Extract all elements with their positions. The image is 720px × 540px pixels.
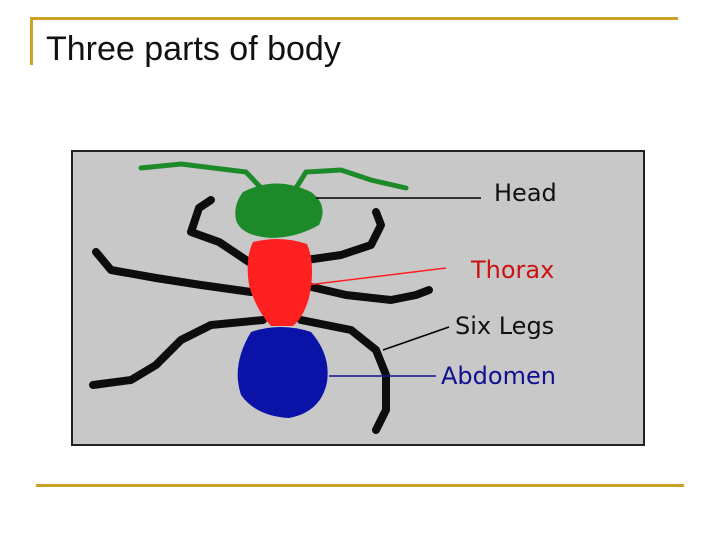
label-thorax: Thorax	[470, 256, 554, 284]
frame-bottom-rule	[36, 484, 684, 487]
insect-diagram: Head Thorax Six Legs Abdomen	[71, 150, 645, 446]
head-segment	[235, 183, 323, 238]
thorax-segment	[247, 238, 313, 326]
frame-top-rule	[30, 17, 678, 20]
legs	[89, 196, 433, 434]
legs-pointer-line	[382, 326, 450, 351]
slide-title: Three parts of body	[46, 30, 341, 68]
frame-left-rule	[30, 17, 33, 65]
label-legs: Six Legs	[455, 312, 554, 340]
label-head: Head	[494, 179, 557, 207]
abdomen-segment	[237, 327, 328, 418]
label-abdomen: Abdomen	[441, 362, 556, 390]
thorax-pointer-line	[306, 267, 447, 286]
antennae	[138, 161, 409, 193]
